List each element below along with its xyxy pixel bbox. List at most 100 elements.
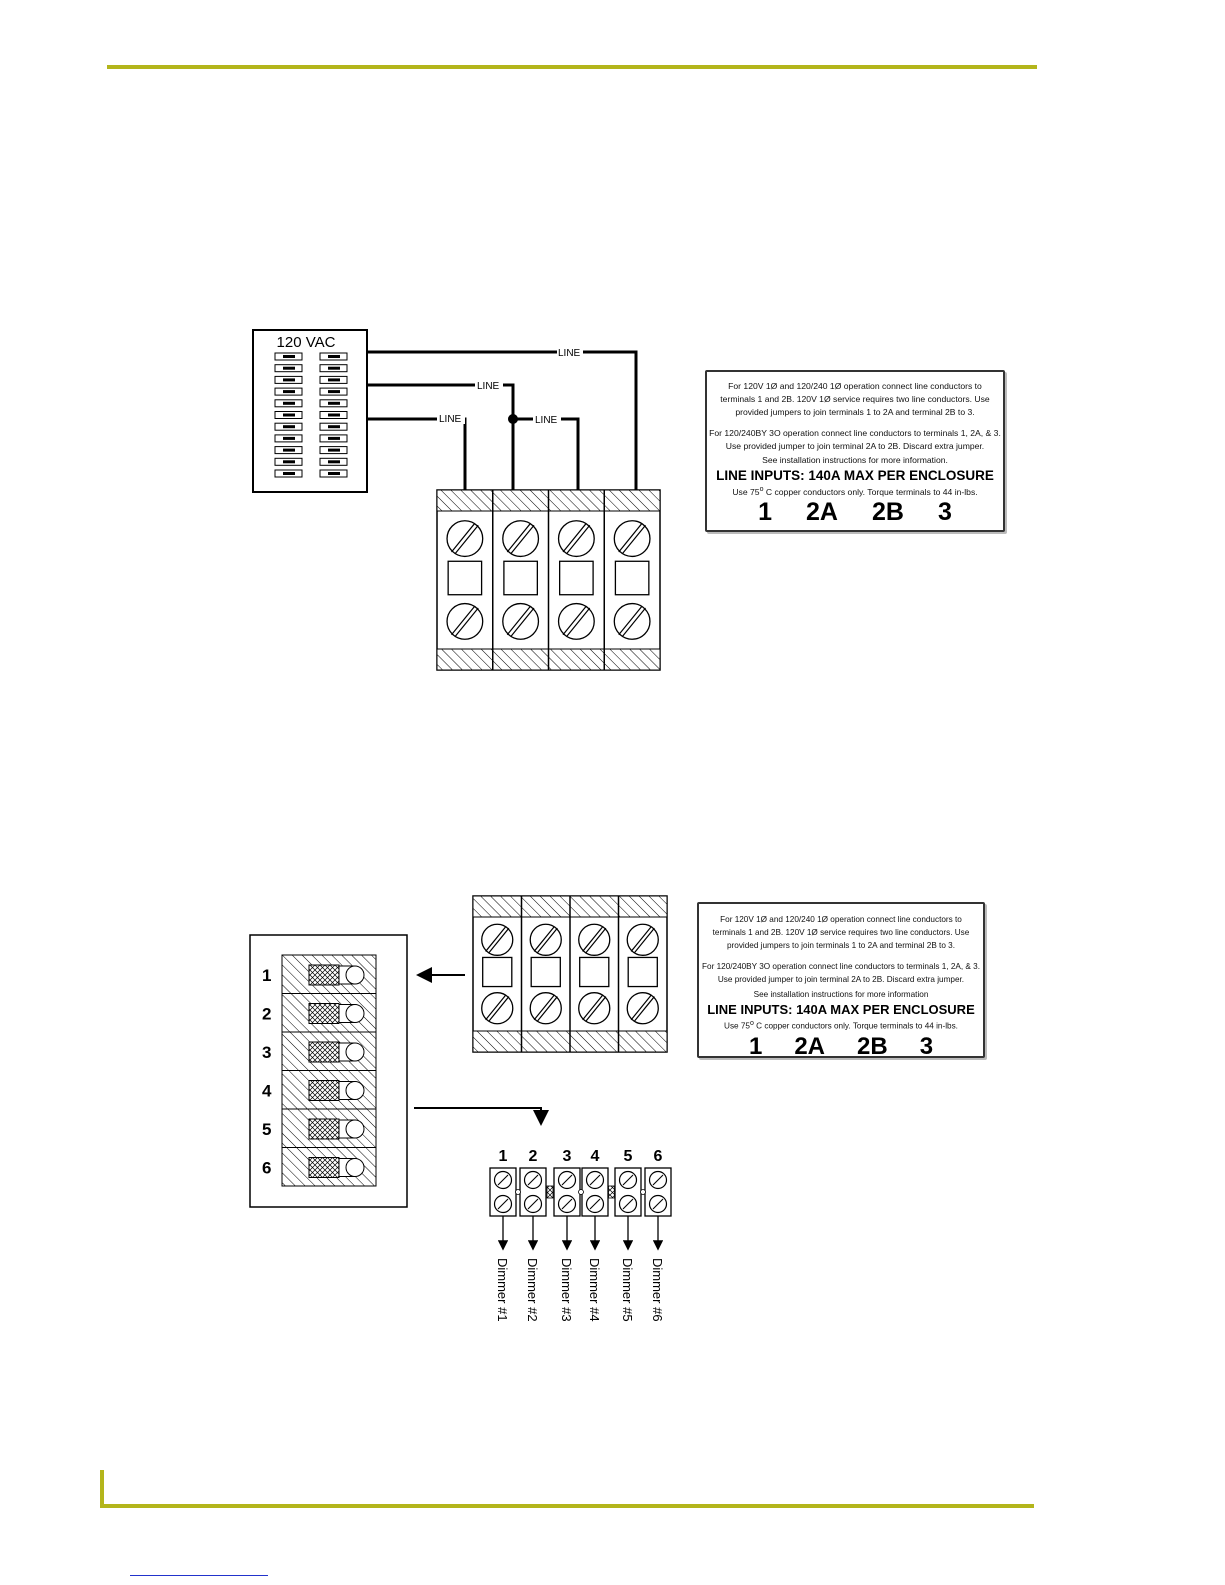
breaker-switch (319, 434, 348, 443)
line-labels: LINE LINE LINE LINE (437, 347, 583, 426)
breaker-switch (274, 422, 303, 431)
output-number: 3 (563, 1148, 572, 1165)
output-terminal (614, 1167, 642, 1217)
terminal-id-3: 3 (919, 1032, 934, 1060)
breaker-switch (319, 446, 348, 455)
breaker-number: 5 (262, 1120, 271, 1139)
terminal-screw (481, 992, 514, 1025)
breaker-number: 2 (262, 1005, 271, 1024)
terminal-screw (481, 923, 514, 956)
breaker-detail-row (281, 993, 377, 1033)
dimmer-label: Dimmer #2 (525, 1258, 540, 1322)
label-para1-line3: provided jumpers to join terminals 1 to … (726, 941, 955, 950)
dimmer-label: Dimmer #3 (559, 1258, 574, 1322)
terminal-id-2a: 2A (794, 1032, 825, 1060)
jumper-wire (513, 417, 580, 492)
dimmer-label: Dimmer #6 (650, 1258, 665, 1322)
footer-link-underline[interactable] (130, 1575, 268, 1576)
breaker-switch (319, 422, 348, 431)
terminal-screw (557, 602, 595, 640)
label-see-info: See installation instructions for more i… (753, 990, 929, 999)
label-terminal-ids: 1 2A 2B 3 (707, 497, 1003, 526)
label-copper-note: Use 75o C copper conductors only. Torque… (724, 1020, 958, 1031)
output-number: 1 (499, 1148, 508, 1165)
line-label-2: LINE (477, 381, 500, 392)
enclosure-label-bottom: For 120V 1Ø and 120/240 1Ø operation con… (697, 902, 985, 1060)
label-see-info: See installation instructions for more i… (762, 455, 948, 465)
breaker-switch (319, 375, 348, 384)
breaker-detail-row (281, 1108, 377, 1148)
label-para1-line1: For 120V 1Ø and 120/240 1Ø operation con… (720, 915, 962, 924)
breaker-number: 1 (262, 966, 271, 985)
jumper (546, 1185, 554, 1199)
terminal-block-top (436, 489, 661, 671)
output-terminal (644, 1167, 672, 1217)
terminal-opening (614, 560, 650, 596)
terminal-screw (502, 520, 540, 558)
terminal-screw (613, 602, 651, 640)
dimmer-label: Dimmer #5 (620, 1258, 635, 1322)
dimmer-label: Dimmer #4 (587, 1258, 602, 1322)
breaker-rows (274, 352, 348, 478)
terminal-screw (446, 602, 484, 640)
output-number: 2 (529, 1148, 538, 1165)
breaker-switch (319, 411, 348, 419)
enclosure-label-top: For 120V 1Ø and 120/240 1Ø operation con… (705, 370, 1005, 532)
terminal-id-2b: 2B (857, 1032, 888, 1060)
terminal-screw (626, 923, 659, 956)
terminal-screw (502, 602, 540, 640)
link-point (640, 1189, 646, 1195)
breaker-switch (319, 457, 348, 466)
line-label-jumper: LINE (535, 415, 558, 426)
footer-rule-horizontal (100, 1504, 1034, 1508)
terminal-opening (627, 956, 658, 988)
breaker-switch (274, 399, 303, 408)
terminal-opening (447, 560, 483, 596)
terminal-screw (446, 520, 484, 558)
line-wire-1 (367, 417, 467, 492)
output-number: 5 (624, 1148, 633, 1165)
line-wires-top (367, 350, 638, 492)
terminal-id-2b: 2B (872, 497, 904, 526)
breaker-switch (274, 387, 303, 396)
breaker-switch (274, 364, 303, 373)
label-para1-line3: provided jumpers to join terminals 1 to … (735, 407, 975, 417)
terminal-id-2a: 2A (806, 497, 838, 526)
terminal-screw (626, 992, 659, 1025)
breaker-panel-top: 120 VAC (252, 329, 368, 493)
terminal-id-3: 3 (937, 497, 952, 526)
breaker-switch (274, 469, 303, 478)
link-point (578, 1189, 584, 1195)
terminal-block-bottom (472, 895, 668, 1053)
label-para2-line2: Use provided jumper to join terminal 2A … (725, 441, 985, 451)
breaker-switch (319, 399, 348, 408)
dimmer-label: Dimmer #1 (495, 1258, 510, 1322)
output-terminal (581, 1167, 609, 1217)
terminal-screw (613, 520, 651, 558)
terminal-screw (529, 992, 562, 1025)
breaker-switch (274, 411, 303, 419)
breaker-number: 4 (262, 1082, 272, 1101)
label-copper-note: Use 75o C copper conductors only. Torque… (732, 486, 978, 497)
breaker-switch (274, 434, 303, 443)
terminal-opening (559, 560, 594, 596)
line-wire-3 (367, 350, 638, 492)
breaker-number: 6 (262, 1159, 271, 1178)
line-wire-2 (367, 383, 515, 492)
breaker-switch (319, 469, 348, 478)
junction-dot (508, 414, 518, 424)
terminal-screw (578, 992, 611, 1025)
output-number: 4 (591, 1148, 600, 1165)
terminal-id-1: 1 (748, 1032, 763, 1060)
header-rule (107, 65, 1037, 69)
label-headline: LINE INPUTS: 140A MAX PER ENCLOSURE (707, 1002, 975, 1017)
label-headline: LINE INPUTS: 140A MAX PER ENCLOSURE (716, 468, 994, 483)
panel-title: 120 VAC (277, 334, 336, 351)
breaker-detail-row (281, 954, 377, 994)
breaker-detail-row (281, 1147, 377, 1187)
breaker-switch (274, 352, 303, 361)
breaker-switch (319, 352, 348, 361)
